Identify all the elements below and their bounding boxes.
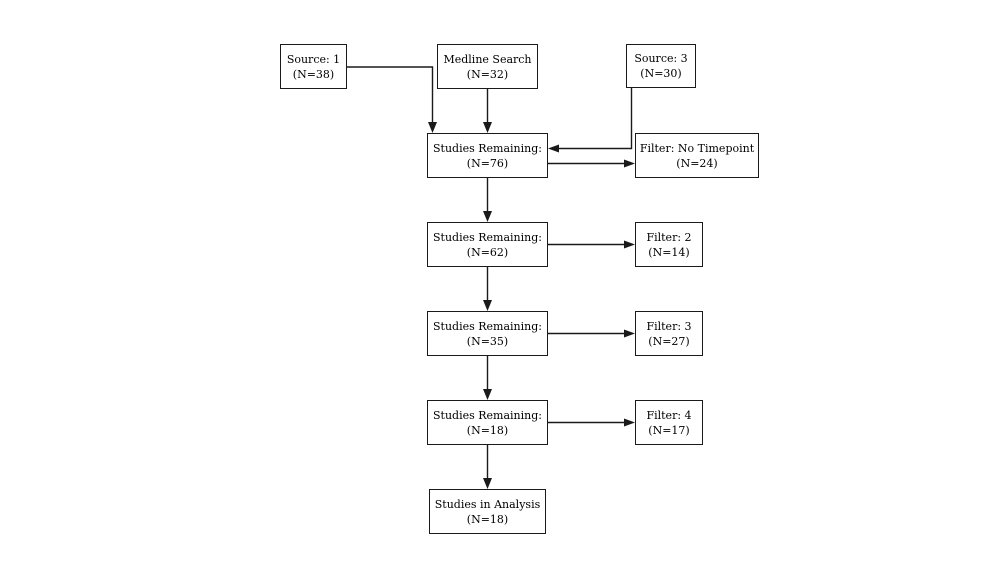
node-filter-3-count: (N=27): [648, 334, 690, 348]
arrowhead-remaining18-to-filter4: [624, 418, 635, 427]
node-filter-3: Filter: 3 (N=27): [635, 311, 703, 356]
node-medline-search-label: Medline Search: [443, 52, 532, 66]
node-filter-2: Filter: 2 (N=14): [635, 222, 703, 267]
node-filter-no-timepoint-label: Filter: No Timepoint: [639, 141, 755, 155]
node-filter-4: Filter: 4 (N=17): [635, 400, 703, 445]
node-studies-remaining-35-label: Studies Remaining:: [433, 319, 542, 333]
node-studies-remaining-18-count: (N=18): [466, 423, 509, 437]
node-studies-remaining-76-label: Studies Remaining:: [433, 141, 542, 155]
node-studies-remaining-35-count: (N=35): [466, 334, 509, 348]
node-studies-remaining-76-count: (N=76): [466, 156, 509, 170]
node-source-1-count: (N=38): [292, 67, 335, 81]
node-studies-remaining-35: Studies Remaining: (N=35): [427, 311, 548, 356]
node-studies-remaining-18: Studies Remaining: (N=18): [427, 400, 548, 445]
node-source-1-label: Source: 1: [286, 52, 341, 66]
node-studies-in-analysis-label: Studies in Analysis: [434, 497, 541, 511]
node-studies-remaining-18-label: Studies Remaining:: [433, 408, 542, 422]
node-source-3-label: Source: 3: [634, 52, 688, 65]
node-filter-no-timepoint: Filter: No Timepoint (N=24): [635, 133, 759, 178]
node-medline-search-count: (N=32): [466, 67, 509, 81]
node-filter-4-label: Filter: 4: [646, 408, 692, 422]
arrowhead-remaining18-to-analysis: [483, 478, 492, 489]
arrowhead-remaining35-to-filter3: [624, 329, 635, 338]
edge-source3-to-remaining76: [559, 88, 633, 150]
arrowhead-source1-to-remaining76: [428, 122, 437, 133]
node-source-1: Source: 1 (N=38): [280, 44, 347, 89]
arrowhead-medline-to-remaining76: [483, 122, 492, 133]
arrowhead-remaining76-to-filter-timepoint: [624, 159, 635, 168]
node-filter-2-count: (N=14): [648, 245, 690, 259]
arrowhead-remaining62-to-remaining35: [483, 300, 492, 311]
arrowhead-source3-to-remaining76: [548, 144, 559, 153]
arrowhead-remaining62-to-filter2: [624, 240, 635, 249]
node-filter-2-label: Filter: 2: [646, 230, 692, 244]
node-studies-remaining-62: Studies Remaining: (N=62): [427, 222, 548, 267]
node-filter-no-timepoint-count: (N=24): [676, 156, 718, 170]
node-filter-3-label: Filter: 3: [646, 319, 692, 333]
node-studies-in-analysis: Studies in Analysis (N=18): [429, 489, 546, 534]
arrowhead-remaining76-to-remaining62: [483, 211, 492, 222]
node-studies-remaining-62-label: Studies Remaining:: [433, 230, 542, 244]
node-medline-search: Medline Search (N=32): [437, 44, 538, 89]
node-source-3: Source: 3 (N=30): [626, 44, 696, 88]
node-studies-in-analysis-count: (N=18): [466, 512, 509, 526]
arrowhead-remaining35-to-remaining18: [483, 389, 492, 400]
edge-source1-to-remaining76: [347, 66, 434, 123]
node-source-3-count: (N=30): [640, 67, 682, 80]
node-studies-remaining-76: Studies Remaining: (N=76): [427, 133, 548, 178]
node-studies-remaining-62-count: (N=62): [466, 245, 509, 259]
node-filter-4-count: (N=17): [648, 423, 690, 437]
